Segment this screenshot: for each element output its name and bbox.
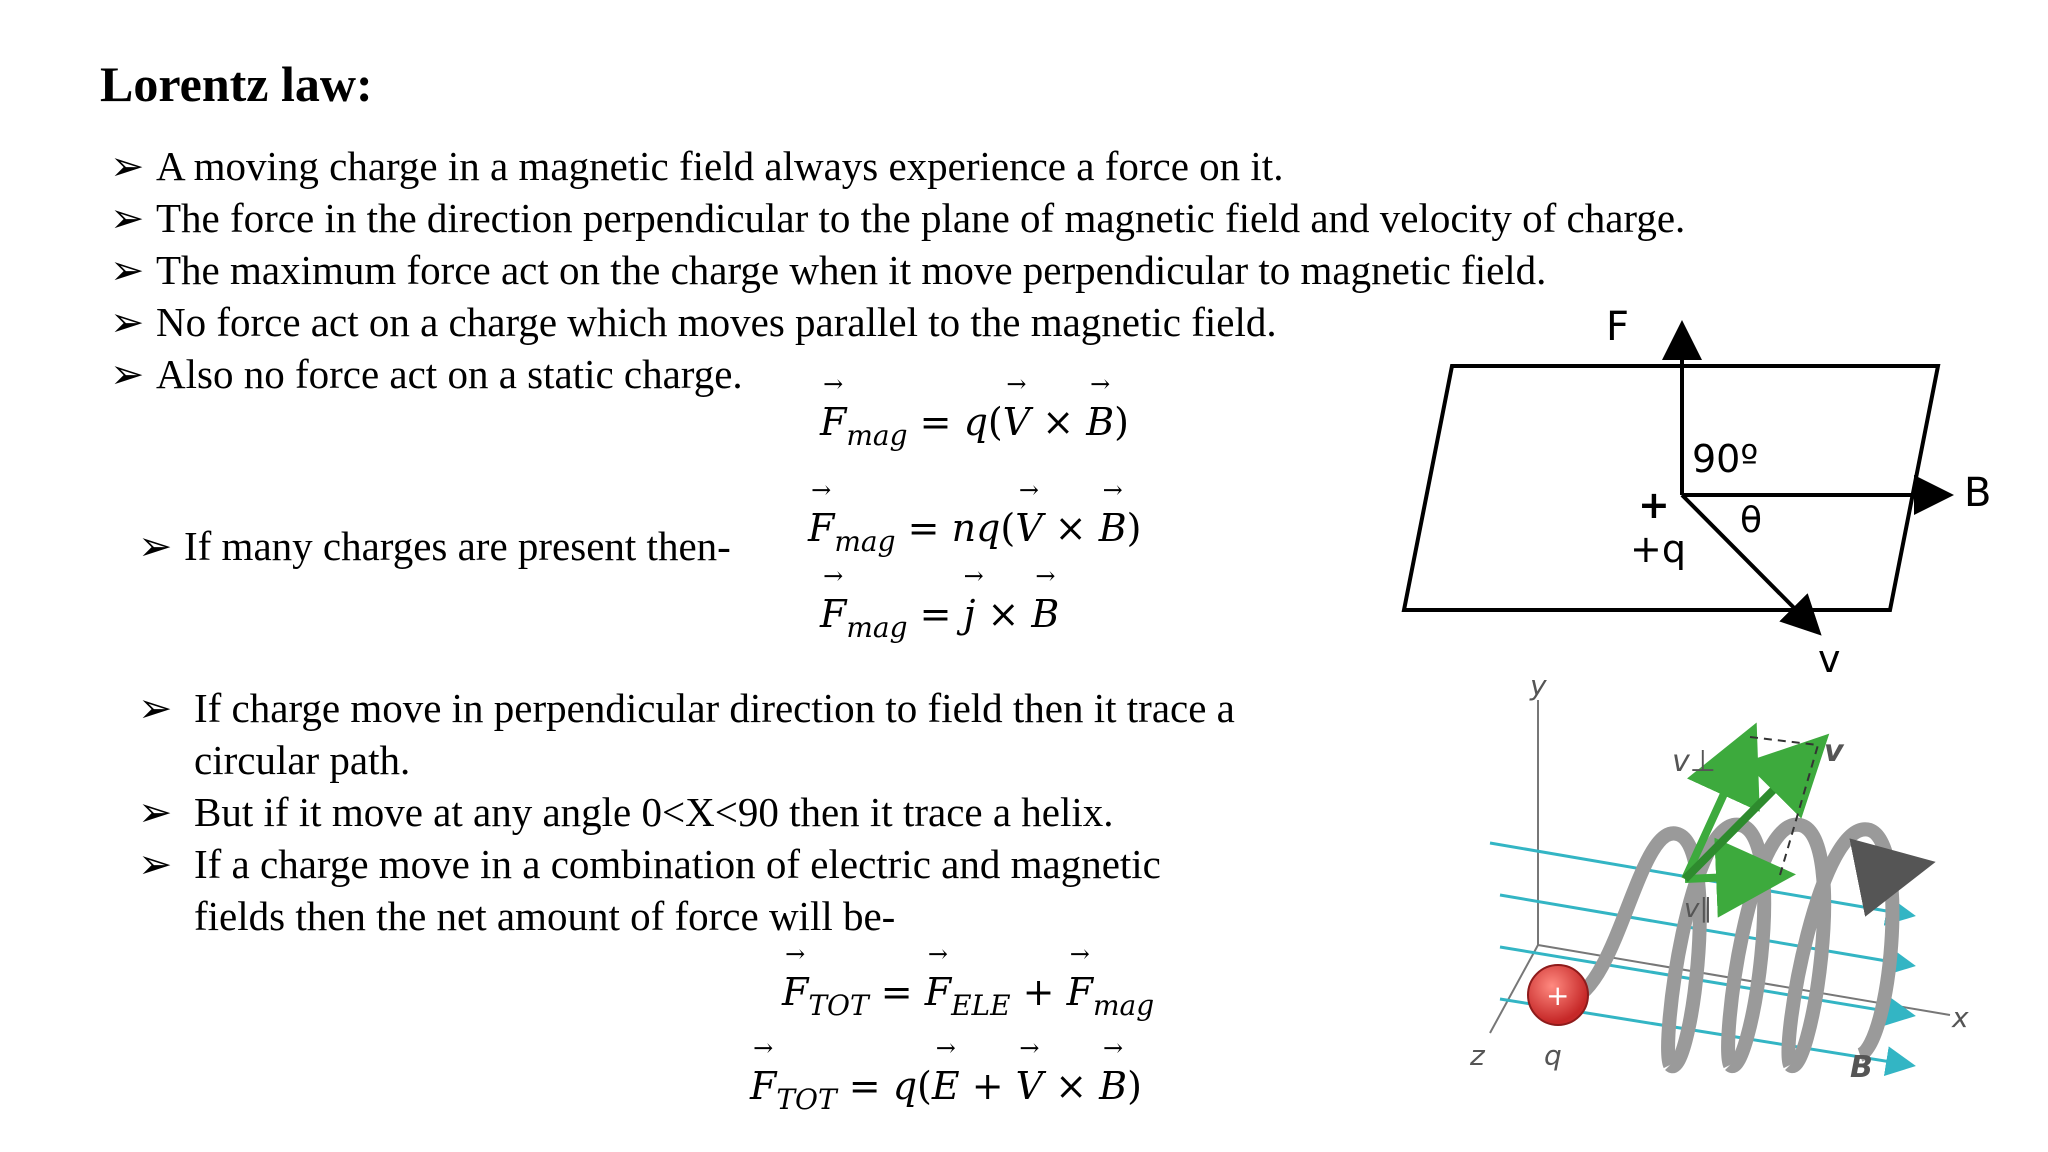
equation-ftot-lorentz: FTOT = q(E + V × B)	[750, 1034, 1142, 1116]
helix-motion-diagram: y x z v⊥ v∥ v B + q	[1469, 669, 1969, 1085]
arrow-bullet-icon: ➢	[138, 685, 173, 731]
force-label: F	[1606, 304, 1629, 350]
arrow-bullet-icon: ➢	[110, 299, 145, 345]
equation-ftot-sum: FTOT = FELE + Fmag	[782, 940, 1154, 1022]
theta-label: θ	[1740, 500, 1762, 541]
v-perp-arrow	[1681, 722, 1760, 881]
helix-path	[1567, 817, 1900, 1074]
field-plane	[1401, 364, 1941, 612]
bullet-7: ➢But if it move at any angle 0<X<90 then…	[138, 786, 1114, 838]
dashed-line	[1749, 736, 1819, 746]
bullet-5: ➢Also no force act on a static charge.	[110, 348, 743, 400]
arrow-bullet-icon: ➢	[138, 841, 173, 887]
v-label: v	[1824, 734, 1845, 769]
equation-fmag: Fmag = q(V × B)	[820, 370, 1129, 452]
field-label: B	[1964, 470, 1991, 516]
arrow-bullet-icon: ➢	[110, 247, 145, 293]
bullet-many-charges: ➢If many charges are present then-	[138, 520, 731, 572]
bullet-6: ➢If charge move in perpendicular directi…	[138, 682, 1235, 734]
bullet-6-cont: circular path.	[194, 737, 411, 783]
bullet-8: ➢If a charge move in a combination of el…	[138, 838, 1161, 890]
bullet-3: ➢The maximum force act on the charge whe…	[110, 244, 1546, 296]
angle-90-label: 90º	[1692, 437, 1758, 481]
v-perp-label: v⊥	[1672, 744, 1716, 779]
velocity-label: v	[1818, 637, 1841, 680]
arrow-bullet-icon: ➢	[110, 351, 145, 397]
arrow-bullet-icon: ➢	[138, 789, 173, 835]
y-axis-label: y	[1529, 669, 1547, 702]
charge-q-label: q	[1544, 1039, 1562, 1072]
plus-sign: +	[1638, 483, 1670, 527]
bullet-1: ➢A moving charge in a magnetic field alw…	[110, 140, 1283, 192]
charge-label: +q	[1630, 527, 1686, 571]
arrow-bullet-icon: ➢	[138, 523, 173, 569]
v-parallel-label: v∥	[1684, 894, 1712, 924]
velocity-arrow	[1680, 493, 1822, 636]
v-parallel-arrow	[1684, 837, 1796, 918]
page-title: Lorentz law:	[100, 56, 373, 112]
field-line	[1499, 945, 1916, 1026]
charge-sphere	[1527, 964, 1589, 1026]
bullet-2: ➢The force in the direction perpendicula…	[110, 192, 1685, 244]
field-b-label: B	[1850, 1050, 1873, 1085]
helix-direction-arrow	[1849, 838, 1936, 917]
arrow-bullet-icon: ➢	[110, 143, 145, 189]
x-axis-label: x	[1951, 1001, 1969, 1034]
bullet-8-cont: fields then the net amount of force will…	[194, 893, 896, 939]
force-plane-diagram: F B v 90º θ + +q	[1401, 304, 1991, 680]
z-axis-label: z	[1469, 1039, 1486, 1072]
equation-fmag-nq: Fmag = nq(V × B)	[808, 476, 1141, 558]
equation-fmag-j: Fmag = j × B	[820, 562, 1059, 644]
bullet-4: ➢No force act on a charge which moves pa…	[110, 296, 1277, 348]
v-arrow	[1682, 733, 1830, 882]
dashed-line	[1779, 744, 1819, 876]
z-axis	[1489, 944, 1539, 1034]
charge-plus-sign: +	[1546, 979, 1569, 1012]
arrow-bullet-icon: ➢	[110, 195, 145, 241]
